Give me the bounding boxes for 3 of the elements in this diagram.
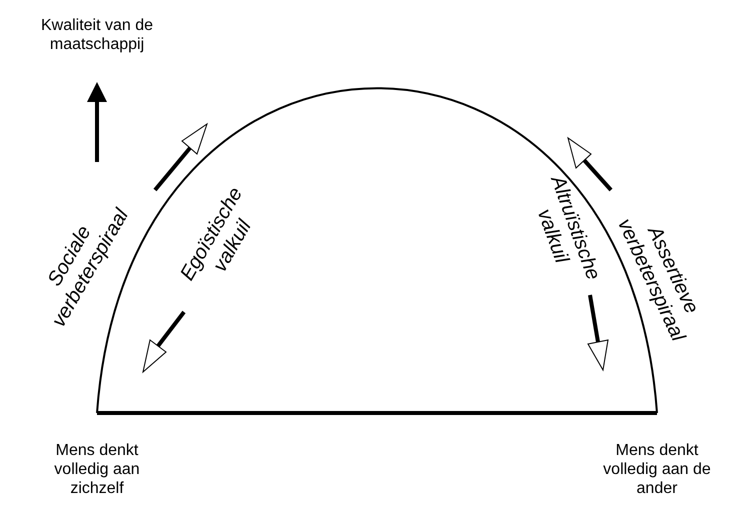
endpoint-label: Mens denkt volledig aan de ander: [602, 441, 712, 499]
endpoint-label: Mens denkt volledig aan zichzelf: [53, 441, 141, 499]
axis-label: Kwaliteit van de maatschappij: [40, 16, 154, 54]
